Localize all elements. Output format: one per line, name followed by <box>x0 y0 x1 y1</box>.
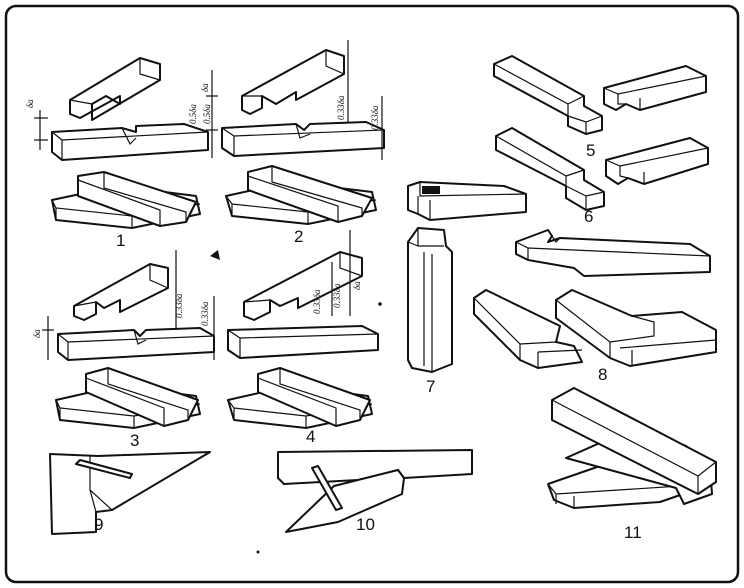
dim-label-3a: δa <box>32 329 42 338</box>
figure-number-3: 3 <box>130 431 139 450</box>
figure-number-6: 6 <box>584 207 593 226</box>
figure-11-cross-lap-joint <box>547 387 717 509</box>
dim-label-2a: δa <box>200 83 210 92</box>
dim-label-4c: δa <box>352 281 362 290</box>
figure-number-10: 10 <box>356 515 375 534</box>
figure-2-half-lap-joint <box>206 40 385 225</box>
figure-number-9: 9 <box>94 515 103 534</box>
scan-speck <box>378 302 382 306</box>
figure-number-7: 7 <box>426 377 435 396</box>
dim-label-2d: 0.33δa <box>370 105 380 130</box>
scan-speck <box>210 250 220 260</box>
figure-number-5: 5 <box>586 141 595 160</box>
dim-label-3c: 0.33δa <box>200 301 210 326</box>
dim-label-4a: 0.33δa <box>312 289 322 314</box>
figure-number-11: 11 <box>624 523 642 542</box>
figure-3-half-lap-joint <box>42 250 215 429</box>
figure-number-8: 8 <box>598 365 607 384</box>
figure-10-dowel-joint <box>277 449 473 533</box>
figure-8-tongue-and-groove-joint <box>473 229 717 369</box>
dim-label-2b: 0.5δa <box>202 104 212 124</box>
figure-number-1: 1 <box>116 231 125 250</box>
figure-6-rabbet-joint <box>495 127 709 211</box>
dim-label-4b: 0.33δa <box>332 283 342 308</box>
dim-label-3b: 0.33δa <box>174 293 184 318</box>
dim-label-1b: 0.5δa <box>188 104 198 124</box>
scan-speck <box>256 550 260 554</box>
dim-label-2c: 0.33δa <box>336 95 346 120</box>
figure-7-corner-joint <box>407 181 527 373</box>
figure-5-rabbet-joint <box>493 55 707 135</box>
figure-1-half-lap-joint <box>34 57 209 229</box>
figure-number-4: 4 <box>306 427 315 446</box>
figure-4-scarf-joint <box>227 230 379 429</box>
dim-label-1a: δa <box>25 99 35 108</box>
figure-number-2: 2 <box>294 227 303 246</box>
figure-9-dowel-joint <box>49 451 211 535</box>
